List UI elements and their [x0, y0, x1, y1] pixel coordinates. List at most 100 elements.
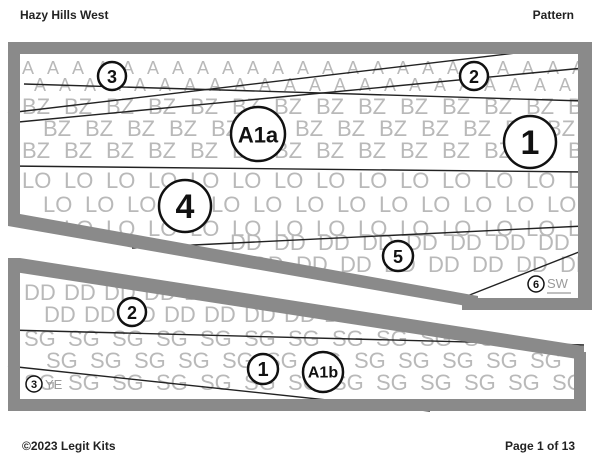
fabric-label-a: A [159, 75, 171, 95]
seam-line [7, 44, 585, 114]
fabric-label-a: A [272, 58, 284, 78]
page-number: Page 1 of 13 [504, 439, 575, 453]
fabric-label-dd: DD [494, 230, 526, 255]
svg-text:1: 1 [521, 124, 540, 162]
fabric-label-a: A [559, 75, 571, 95]
fabric-label-lo: LO [43, 192, 72, 217]
fabric-label-a: A [497, 58, 509, 78]
piece-number-1: 1 [246, 352, 280, 386]
fabric-label-dd: DD [516, 252, 548, 277]
fabric-label-lo: LO [211, 192, 240, 217]
fabric-label-dd: DD [84, 302, 116, 327]
fabric-label-sg: SG [508, 370, 540, 395]
fabric-label-lo: LO [337, 192, 366, 217]
fabric-label-bz: BZ [358, 94, 386, 119]
fabric-label-sg: SG [420, 370, 452, 395]
fabric-label-a: A [359, 75, 371, 95]
svg-text:A1a: A1a [238, 123, 279, 148]
fabric-label-bz: BZ [400, 138, 428, 163]
fabric-label-dd: DD [450, 230, 482, 255]
piece-number-6: 6 [527, 275, 545, 293]
fabric-code-ye: YE [45, 377, 63, 392]
fabric-label-a: A [447, 58, 459, 78]
svg-text:A1b: A1b [308, 365, 338, 382]
section-label-a1a: A1a [229, 105, 287, 163]
fabric-label-lo: LO [568, 168, 597, 193]
fabric-label-bz: BZ [358, 138, 386, 163]
piece-number-2: 2 [458, 60, 490, 92]
fabric-label-lo: LO [442, 216, 471, 241]
fabric-label-lo: LO [295, 192, 324, 217]
fabric-label-lo: LO [316, 216, 345, 241]
frame-left [8, 42, 20, 216]
fabric-label-sg: SG [156, 326, 188, 351]
fabric-label-a: A [184, 75, 196, 95]
seam-line [461, 249, 585, 299]
fabric-label-a: A [409, 75, 421, 95]
frame-top-diagonal [8, 258, 584, 360]
fabric-label-lo: LO [127, 192, 156, 217]
frame-bottom [462, 298, 592, 310]
fabric-label-lo: LO [400, 216, 429, 241]
fabric-label-sg: SG [68, 326, 100, 351]
fabric-label-bz: BZ [295, 116, 323, 141]
fabric-label-sg: SG [90, 348, 122, 373]
fabric-label-lo: LO [400, 168, 429, 193]
fabric-label-sg: SG [464, 370, 496, 395]
fabric-label-bz: BZ [22, 94, 50, 119]
fabric-label-dd: DD [428, 252, 460, 277]
fabric-label-a: A [197, 58, 209, 78]
fabric-label-lo: LO [232, 168, 261, 193]
pattern-title: Hazy Hills West [20, 8, 109, 22]
piece-number-4: 4 [157, 178, 213, 234]
fabric-label-sg: SG [200, 370, 232, 395]
piece-number-2: 2 [116, 296, 148, 328]
fabric-label-a: A [84, 75, 96, 95]
fabric-label-bz: BZ [64, 138, 92, 163]
svg-text:2: 2 [127, 303, 137, 323]
svg-text:2: 2 [469, 67, 479, 87]
fabric-label-a: A [147, 58, 159, 78]
fabric-label-a: A [72, 58, 84, 78]
fabric-label-a: A [572, 58, 584, 78]
fabric-label-lo: LO [85, 192, 114, 217]
fabric-label-sg: SG [134, 348, 166, 373]
fabric-label-sg: SG [112, 370, 144, 395]
fabric-label-dd: DD [204, 302, 236, 327]
fabric-label-bz: BZ [106, 138, 134, 163]
fabric-label-a: A [422, 58, 434, 78]
fabric-label-a: A [334, 75, 346, 95]
fabric-label-a: A [247, 58, 259, 78]
fabric-label-dd: DD [24, 280, 56, 305]
fabric-label-sg: SG [354, 348, 386, 373]
fabric-label-a: A [547, 58, 559, 78]
svg-text:1: 1 [257, 359, 268, 381]
fabric-label-a: A [384, 75, 396, 95]
frame-top [8, 42, 592, 54]
frame-bottom [8, 399, 586, 411]
fabric-label-lo: LO [505, 192, 534, 217]
fabric-label-sg: SG [244, 326, 276, 351]
svg-text:5: 5 [393, 247, 403, 267]
fabric-label-a: A [509, 75, 521, 95]
fabric-label-lo: LO [379, 192, 408, 217]
fabric-label-lo: LO [274, 216, 303, 241]
fabric-label-bz: BZ [463, 116, 491, 141]
fabric-label-bz: BZ [43, 116, 71, 141]
fabric-label-a: A [209, 75, 221, 95]
fabric-label-bz: BZ [442, 94, 470, 119]
fabric-label-dd: DD [538, 230, 570, 255]
page-type-label: Pattern [532, 8, 574, 22]
fabric-label-lo: LO [274, 168, 303, 193]
fabric-label-a: A [297, 58, 309, 78]
fabric-label-bz: BZ [421, 116, 449, 141]
fabric-label-lo: LO [442, 168, 471, 193]
fabric-label-a: A [347, 58, 359, 78]
fabric-label-bz: BZ [148, 94, 176, 119]
fabric-label-sg: SG [112, 326, 144, 351]
fabric-label-bz: BZ [190, 138, 218, 163]
copyright: ©2023 Legit Kits [22, 439, 116, 453]
section-label-a1b: A1b [301, 350, 345, 394]
frame-right [578, 42, 592, 310]
